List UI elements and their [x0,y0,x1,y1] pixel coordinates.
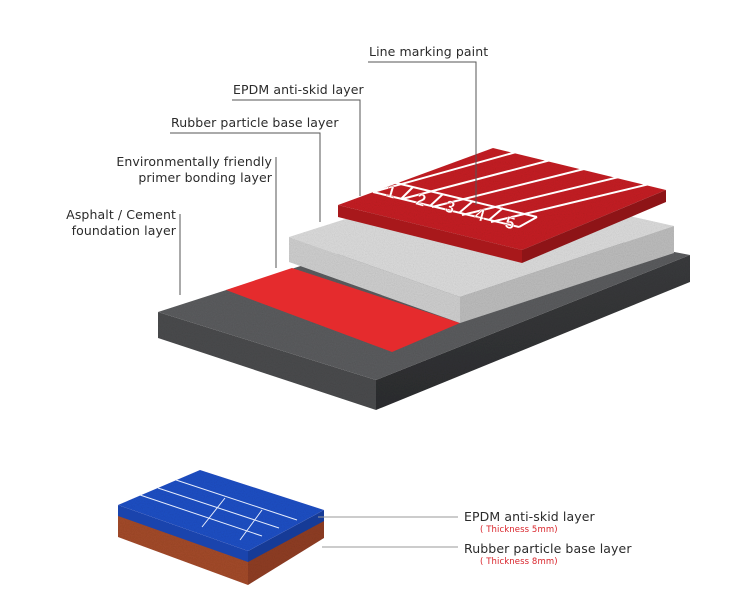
leader-line-marking [368,61,477,205]
label-foundation-line2: foundation layer [71,223,176,238]
sample-label-rubber: Rubber particle base layer ( Thickness 8… [464,541,632,568]
epdm-top [338,148,666,250]
epdm-front [338,205,522,263]
rubber-front [289,237,460,323]
sample-brown-side [248,519,324,585]
asphalt-side [376,255,690,410]
sample-leader-lines [318,516,458,548]
label-primer-line1: Environmentally friendly [116,154,272,169]
sample-brown-front [118,513,248,585]
leader-lines [170,61,477,295]
leader-rubber [170,132,321,222]
rubber-side [460,226,674,323]
sample-epdm-thickness: ( Thickness 5mm) [480,525,558,535]
sample-epdm-text: EPDM anti-skid layer [464,509,595,524]
leader-epdm [232,99,361,196]
label-line-marking-paint: Line marking paint [369,44,489,59]
label-primer-line2: primer bonding layer [138,170,272,185]
sample-blue-top [118,470,324,551]
sample-lane-lines [139,479,298,541]
epdm-side [522,190,666,263]
label-primer-bonding: Environmentally friendly primer bonding … [100,154,272,186]
sample-blue-front [118,505,248,562]
label-foundation: Asphalt / Cement foundation layer [50,207,176,239]
asphalt-front [158,312,376,410]
sample-blue-side [248,510,324,562]
sample-rubber-text: Rubber particle base layer [464,541,632,556]
label-rubber-particle-base: Rubber particle base layer [171,115,339,130]
primer-bonding-layer [226,268,460,352]
label-foundation-line1: Asphalt / Cement [66,207,176,222]
track-sample [118,470,324,585]
epdm-anti-skid-layer: 1 2 3 4 5 [338,141,666,263]
sample-rubber-thickness: ( Thickness 8mm) [480,557,558,567]
lane-lines [372,141,663,228]
label-epdm-anti-skid: EPDM anti-skid layer [233,82,364,97]
sample-label-epdm: EPDM anti-skid layer ( Thickness 5mm) [464,509,595,536]
